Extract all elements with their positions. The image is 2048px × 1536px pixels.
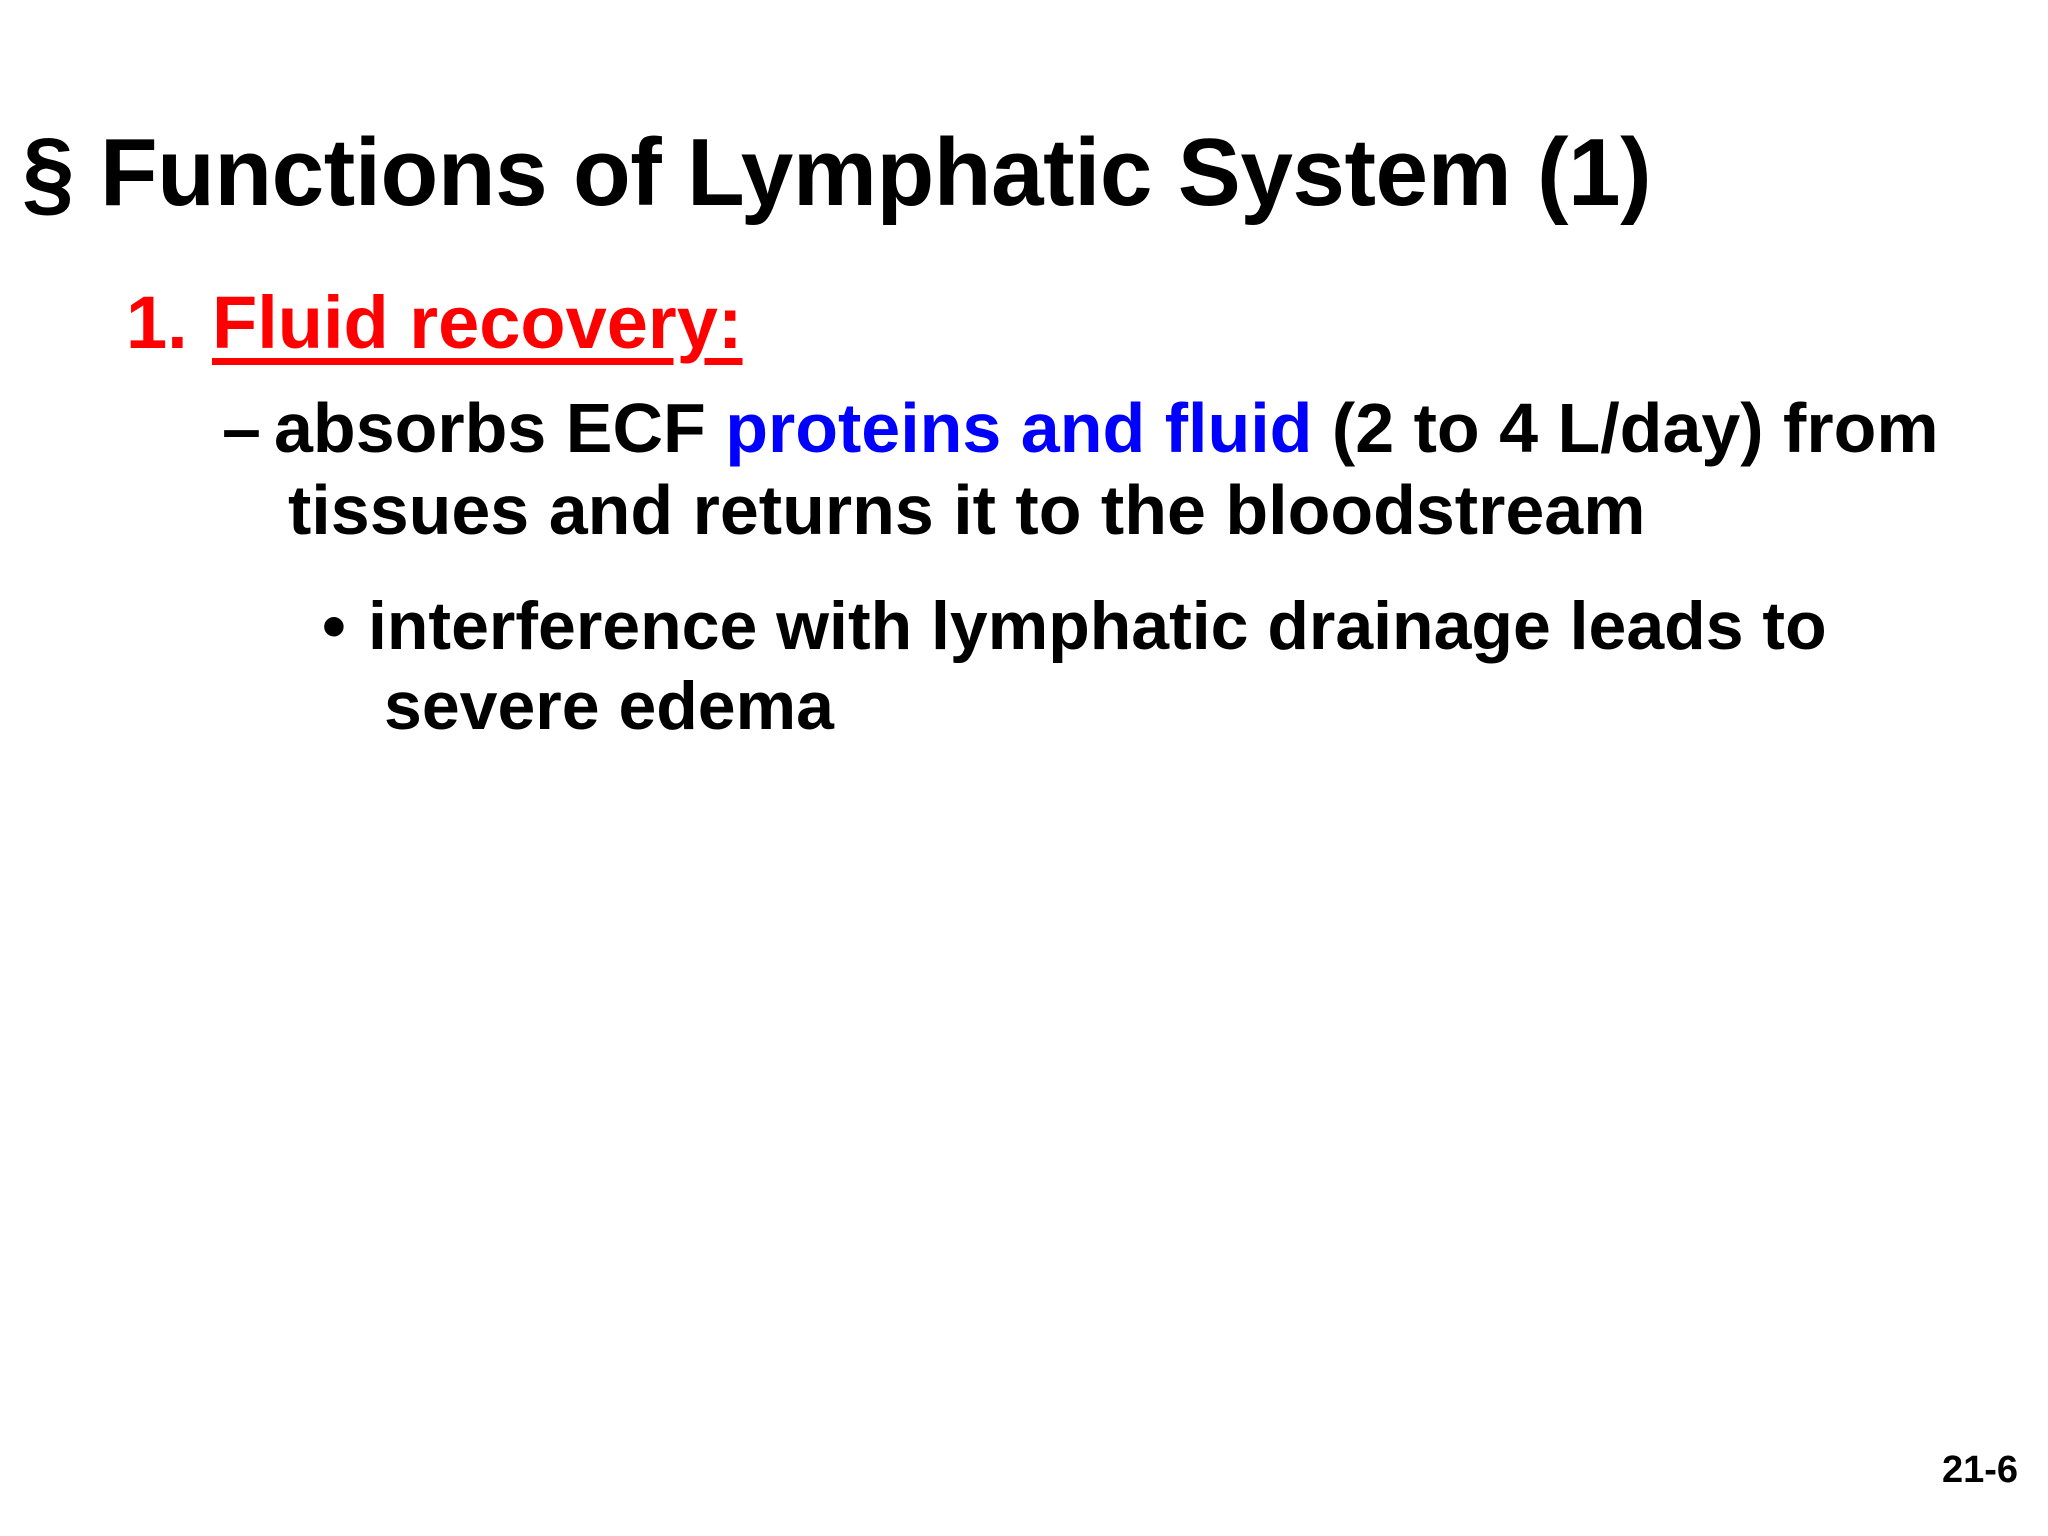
- bullet-level1-number: 1.: [126, 281, 188, 364]
- page-number: 21-6: [1941, 1449, 2018, 1491]
- dash-marker-icon: –: [222, 389, 261, 467]
- bullet-level3-text: interference with lymphatic drainage lea…: [368, 587, 1827, 745]
- bullet-level2-text-part2: (2 to 4 L/day) from tissues and returns …: [288, 389, 1939, 549]
- bullet-level2-text-highlight: proteins and fluid: [725, 389, 1313, 467]
- bullet-level1-fluid-recovery: 1.Fluid recovery:: [126, 286, 2048, 360]
- page-title: § Functions of Lymphatic System (1): [22, 119, 1652, 227]
- slide-body: 1.Fluid recovery: –absorbs ECF proteins …: [0, 286, 2048, 746]
- bullet-level1-label: Fluid recovery:: [212, 281, 743, 364]
- bullet-level2-text-part1: absorbs ECF: [274, 389, 726, 467]
- bullet-level3-interference: • interference with lymphatic drainage le…: [322, 586, 1944, 746]
- bullet-level2-absorbs-ecf: –absorbs ECF proteins and fluid (2 to 4 …: [222, 388, 1988, 552]
- round-bullet-icon: •: [322, 587, 346, 664]
